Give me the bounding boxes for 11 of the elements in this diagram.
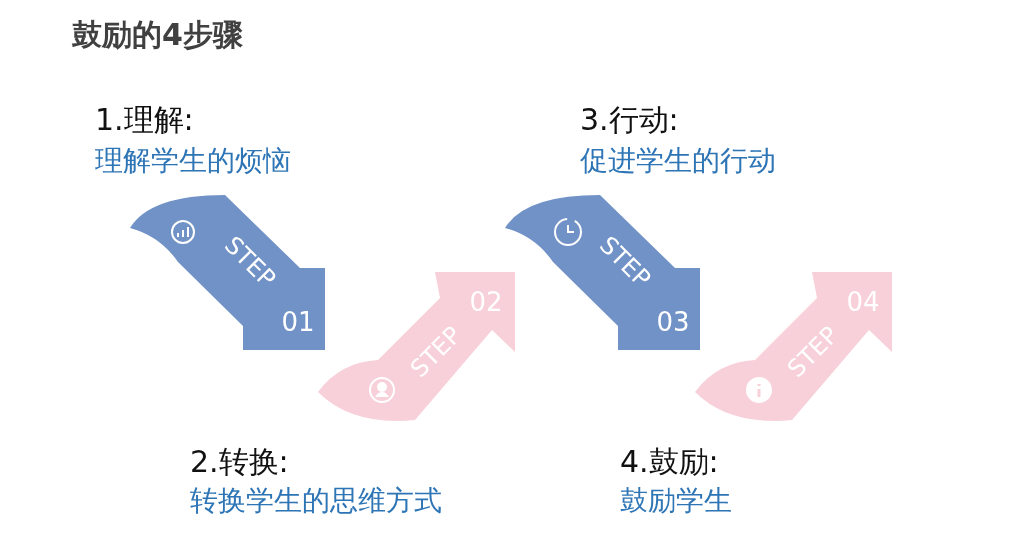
step-heading: 3.行动: xyxy=(580,105,679,135)
step-heading: 2.转换: xyxy=(190,447,289,477)
step-description: 促进学生的行动 xyxy=(580,147,776,175)
step-description: 理解学生的烦恼 xyxy=(95,147,291,175)
step-description: 鼓励学生 xyxy=(620,487,732,515)
step-number: 01 xyxy=(281,309,315,335)
step-heading: 4.鼓励: xyxy=(620,447,719,477)
title: 鼓励的4步骤 xyxy=(72,20,243,50)
step-heading: 1.理解: xyxy=(95,105,194,135)
step-number: 03 xyxy=(656,309,690,335)
step-description: 转换学生的思维方式 xyxy=(190,487,442,515)
